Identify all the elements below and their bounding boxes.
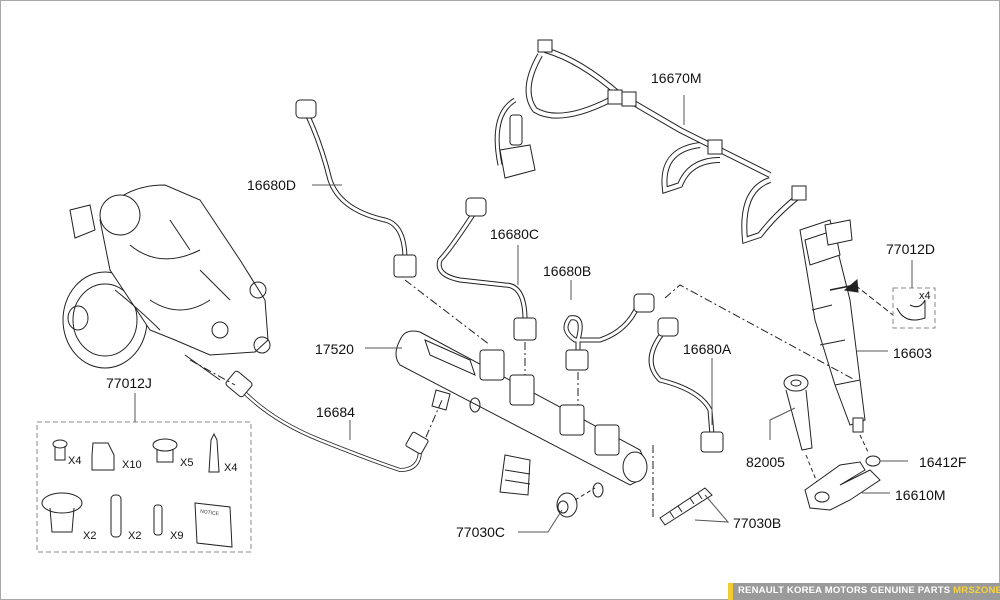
footer-brand[interactable]: MRSZONE (953, 585, 1000, 596)
fuel-rail-17520[interactable] (395, 330, 648, 498)
kit-qty-pointed-plug: X4 (224, 462, 238, 474)
kit-qty-crown-cap: X10 (122, 459, 142, 471)
label-77030B[interactable]: 77030B (733, 515, 782, 531)
footer-text: RENAULT KOREA MOTORS GENUINE PARTS MRSZO… (738, 585, 1000, 596)
kit-qty-thin-plug: X9 (170, 530, 184, 542)
pipe-16680C[interactable] (436, 197, 537, 375)
washer-16412F[interactable] (865, 455, 881, 467)
label-16680B[interactable]: 16680B (543, 263, 592, 279)
label-16412F[interactable]: 16412F (919, 454, 967, 470)
injector-16603[interactable] (799, 219, 869, 453)
label-77012D[interactable]: 77012D (886, 241, 936, 257)
footer-caption: RENAULT KOREA MOTORS GENUINE PARTS (738, 585, 951, 596)
pipe-16680D[interactable] (295, 99, 491, 346)
label-82005[interactable]: 82005 (746, 454, 785, 470)
label-16680A[interactable]: 16680A (683, 341, 732, 357)
clip-box-77012D (892, 287, 936, 329)
label-77012J[interactable]: 77012J (106, 375, 152, 391)
kit-qty-large-cap: X2 (83, 530, 97, 542)
label-16610M[interactable]: 16610M (895, 487, 946, 503)
label-16670M[interactable]: 16670M (651, 70, 702, 86)
kit-qty-round-cap: X5 (180, 457, 194, 469)
label-17520[interactable]: 17520 (315, 341, 354, 357)
kit-qty-small-cap: X4 (68, 455, 82, 467)
high-pressure-pump[interactable] (62, 184, 271, 381)
assembly-line-clip (854, 284, 894, 316)
footer-accent-bar (728, 583, 733, 600)
pipe-16684[interactable] (189, 359, 443, 473)
clip-77012D[interactable] (896, 299, 926, 321)
kit-items (41, 432, 233, 548)
bolt-82005[interactable] (783, 374, 821, 491)
label-16680D[interactable]: 16680D (247, 177, 297, 193)
pipe-16680A[interactable] (648, 317, 724, 453)
pipe-16680B[interactable] (563, 293, 655, 405)
clamp-16610M[interactable] (804, 461, 881, 511)
clip-qty: x4 (919, 290, 931, 302)
label-16684[interactable]: 16684 (316, 404, 355, 420)
nut-77030C[interactable] (556, 487, 596, 518)
assembly-line (664, 284, 856, 381)
footer-banner: RENAULT KOREA MOTORS GENUINE PARTS MRSZO… (728, 583, 1000, 600)
return-line-16670M[interactable] (494, 39, 807, 245)
leader-lines (134, 95, 913, 533)
label-77030C[interactable]: 77030C (456, 524, 506, 540)
kit-box-77012J (36, 421, 252, 553)
stud-77030B[interactable] (652, 445, 713, 526)
label-16603[interactable]: 16603 (893, 345, 932, 361)
kit-qty-long-plug: X2 (128, 530, 142, 542)
label-16680C[interactable]: 16680C (490, 226, 540, 242)
